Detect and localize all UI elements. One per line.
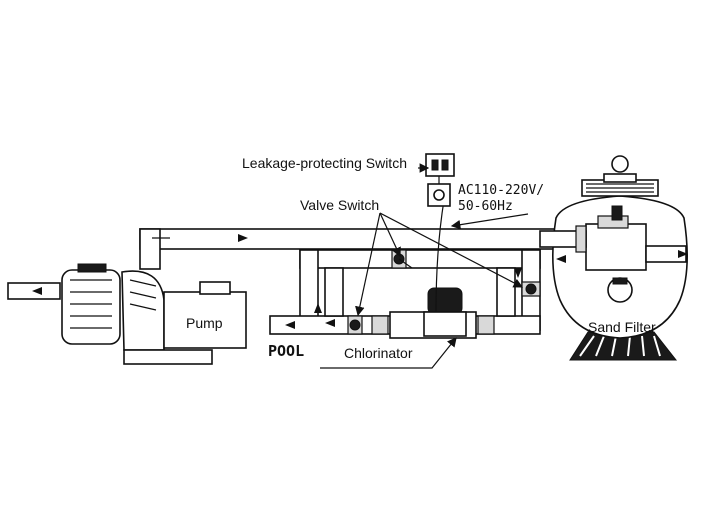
valve-icon [521, 281, 541, 297]
flow-arrow-icon [314, 303, 322, 313]
flow-arrow-icon [514, 268, 522, 278]
pump-label: Pump [186, 315, 223, 331]
leader-lines [320, 163, 529, 369]
sand-filter-label: Sand Filter [588, 319, 656, 335]
bypass-loop [269, 249, 541, 335]
chlorinator-icon [371, 199, 495, 339]
pump-icon [7, 263, 247, 365]
flow-arrow-icon [238, 234, 248, 242]
flow-arrow-icon [32, 287, 42, 295]
flow-arrow-icon [678, 250, 688, 258]
flow-arrow-icon [556, 255, 566, 263]
pool-label: POOL [268, 342, 304, 360]
valve-switch-label: Valve Switch [300, 197, 379, 213]
flow-arrow-icon [325, 319, 335, 327]
leakage-switch-icon [425, 153, 455, 207]
sand-filter-icon [539, 155, 688, 361]
flow-arrow-icon [285, 321, 295, 329]
chlorinator-label: Chlorinator [344, 345, 413, 361]
leakage-switch-label: Leakage-protecting Switch [242, 155, 407, 171]
power-spec-line1: AC110-220V/ [458, 183, 544, 198]
power-spec-line2: 50-60Hz [458, 199, 513, 214]
valve-icon [347, 315, 363, 335]
